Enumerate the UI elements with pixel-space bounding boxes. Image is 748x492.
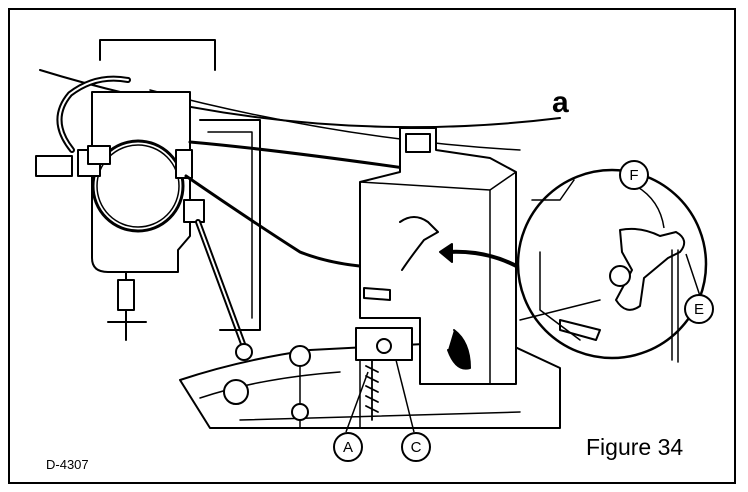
carburetor-bowl [91, 139, 185, 233]
panel-letter: a [552, 86, 569, 119]
manifold-plate [199, 119, 261, 331]
engine-cover-lower [149, 89, 521, 151]
drawing-id: D-4307 [46, 457, 89, 472]
throttle-cable [188, 140, 434, 174]
carburetor-nut-right [175, 149, 193, 179]
detail-magnifier [516, 168, 708, 360]
carburetor-lower-nut [183, 199, 205, 223]
detail-rod [671, 249, 679, 363]
callout-c: C [401, 432, 431, 462]
figure-caption: Figure 34 [586, 434, 684, 460]
bracket-lever [399, 216, 439, 271]
detail-arrow [446, 249, 522, 270]
carburetor-top-nut [87, 145, 111, 165]
callout-e: E [684, 294, 714, 324]
leader-a [345, 371, 369, 433]
engine-cover-arc [39, 39, 561, 129]
leader-c [395, 359, 415, 433]
figure-frame [8, 8, 736, 484]
spring [365, 359, 379, 421]
governor-bracket [359, 127, 517, 385]
leader-e [685, 253, 701, 297]
fuel-fitting [35, 155, 73, 177]
detail-lever [615, 227, 686, 311]
callout-f: F [619, 160, 649, 190]
callout-a: A [333, 432, 363, 462]
